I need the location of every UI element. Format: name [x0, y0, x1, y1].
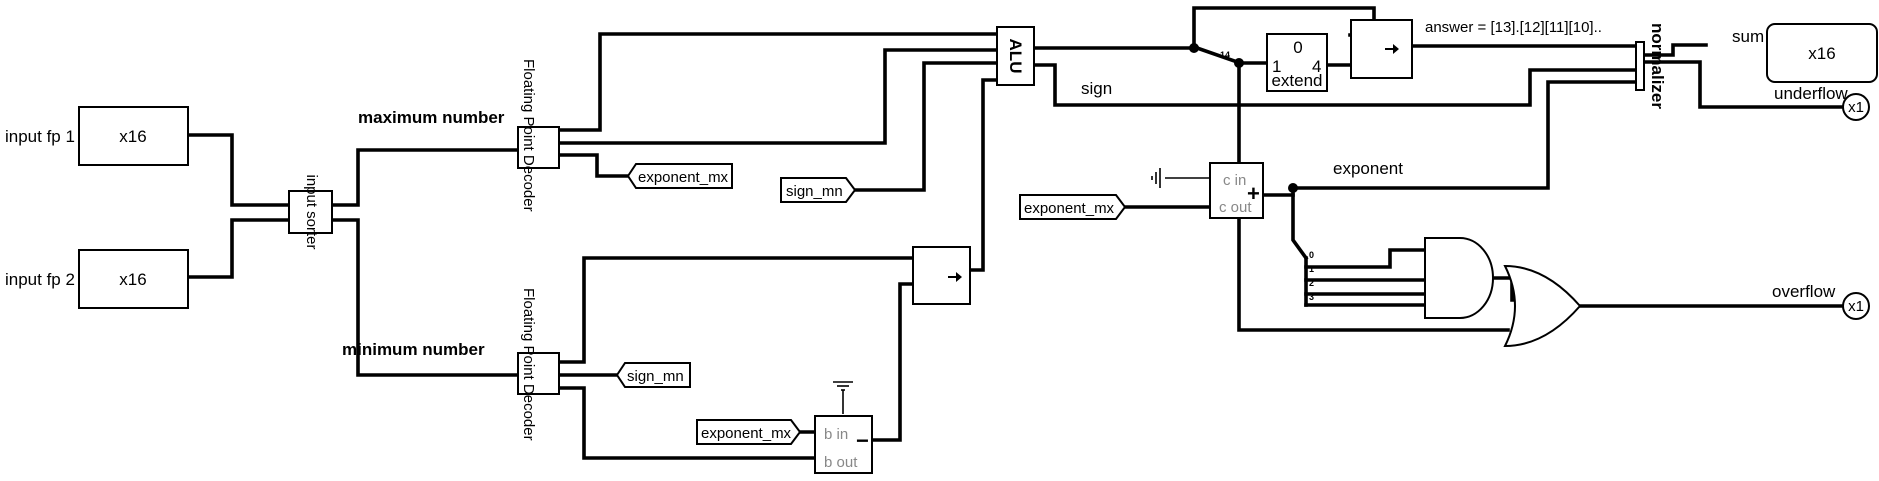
input-fp1[interactable]: x16: [78, 106, 189, 166]
decoder-min-label: Floating Point Decoder: [520, 288, 537, 441]
net-label-exponent: exponent: [1333, 159, 1403, 178]
tunnel-exponent-mx-top-label: exponent_mx: [638, 169, 729, 186]
answer-label: answer = [13].[12][11][10]..: [1425, 19, 1602, 36]
bit-extender[interactable]: 0 1 4 extend: [1266, 33, 1328, 92]
extend-bottom: extend: [1271, 71, 1322, 90]
input-fp2-width: x16: [119, 270, 146, 289]
or-gate[interactable]: [1503, 264, 1582, 348]
adder-cin: c in: [1223, 172, 1246, 189]
splitter-bits: 0 1 2 3: [1309, 250, 1314, 302]
subtractor-bout: b out: [824, 454, 858, 471]
tunnel-sign-mn-top[interactable]: sign_mn: [780, 177, 857, 203]
mux-min[interactable]: [912, 246, 971, 305]
mux-arrow-icon: [948, 272, 962, 282]
output-sum[interactable]: x16: [1766, 23, 1878, 83]
output-underflow-label: underflow: [1774, 84, 1848, 103]
output-overflow[interactable]: x1: [1842, 292, 1870, 320]
output-sum-label: sum: [1732, 27, 1764, 46]
input-sorter[interactable]: input sorter: [288, 174, 333, 250]
tunnel-sign-mn-top-label: sign_mn: [786, 183, 843, 200]
svg-text:1: 1: [1309, 264, 1314, 274]
net-label-sign: sign: [1081, 79, 1112, 98]
adder-op: +: [1247, 181, 1260, 206]
tunnel-exponent-mx-bottom[interactable]: exponent_mx: [696, 419, 802, 445]
ground-icon: [833, 381, 853, 391]
svg-text:0: 0: [1309, 250, 1314, 260]
svg-text:2: 2: [1309, 278, 1314, 288]
output-overflow-width: x1: [1848, 298, 1864, 315]
normalizer[interactable]: normalizer: [1635, 23, 1667, 109]
tunnel-exponent-mx-adder-label: exponent_mx: [1024, 200, 1115, 217]
alu-label: ALU: [1006, 39, 1025, 74]
net-label-min: minimum number: [342, 340, 485, 359]
decoder-min[interactable]: Floating Point Decoder: [517, 288, 560, 441]
wires: [186, 6, 1845, 460]
mux-answer-arrow-icon: [1385, 44, 1399, 54]
input-fp2-label: input fp 2: [5, 270, 75, 289]
subtractor-bin: b in: [824, 426, 848, 443]
and-gate[interactable]: [1424, 237, 1494, 319]
subtractor[interactable]: b in b out −: [814, 415, 873, 474]
tunnel-exponent-mx-top[interactable]: exponent_mx: [626, 163, 733, 189]
output-overflow-label: overflow: [1772, 282, 1836, 301]
wire-junctions: [1189, 43, 1298, 193]
ground-icon-adder: [1151, 168, 1161, 188]
input-fp1-width: x16: [119, 127, 146, 146]
subtractor-op: −: [856, 428, 869, 453]
input-fp1-label: input fp 1: [5, 127, 75, 146]
output-sum-width: x16: [1808, 44, 1835, 63]
adder[interactable]: c in c out +: [1209, 162, 1264, 219]
normalizer-label: normalizer: [1648, 23, 1667, 109]
splitter-index: 14: [1220, 50, 1230, 60]
mux-answer[interactable]: [1350, 19, 1413, 79]
extend-left: 1: [1272, 57, 1281, 76]
decoder-max[interactable]: Floating Point Decoder: [517, 59, 560, 212]
tunnel-sign-mn-bottom-label: sign_mn: [627, 368, 684, 385]
output-underflow-width: x1: [1848, 99, 1864, 116]
tunnel-sign-mn-bottom[interactable]: sign_mn: [615, 362, 691, 388]
alu[interactable]: ALU: [996, 26, 1035, 86]
input-fp2[interactable]: x16: [78, 249, 189, 309]
extend-top: 0: [1293, 38, 1302, 57]
net-label-max: maximum number: [358, 108, 505, 127]
decoder-max-label: Floating Point Decoder: [520, 59, 537, 212]
tunnel-exponent-mx-adder[interactable]: exponent_mx: [1019, 194, 1127, 220]
tunnel-exponent-mx-bottom-label: exponent_mx: [701, 425, 792, 442]
input-sorter-label: input sorter: [303, 174, 320, 249]
svg-text:3: 3: [1309, 292, 1314, 302]
extend-right: 4: [1312, 57, 1321, 76]
adder-cout: c out: [1219, 199, 1252, 216]
output-underflow[interactable]: x1: [1842, 93, 1870, 121]
